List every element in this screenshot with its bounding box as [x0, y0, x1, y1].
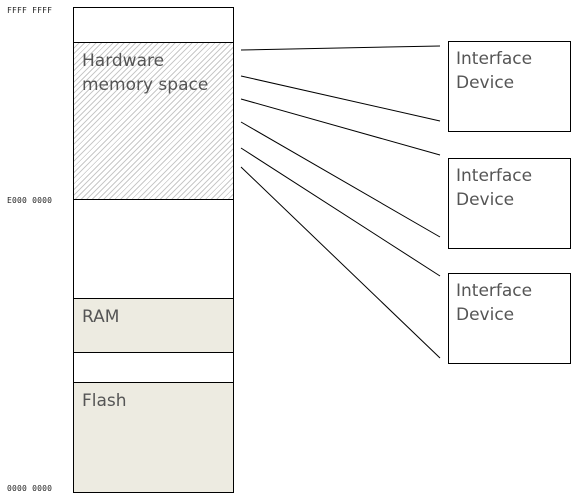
segment-ram: RAM	[73, 298, 234, 353]
address-mid: E000 0000	[7, 196, 53, 205]
connector-line	[240, 121, 441, 238]
segment-unused-upper	[73, 199, 234, 299]
flash-label: Flash	[82, 391, 127, 411]
ram-label: RAM	[82, 307, 120, 327]
connector-line	[240, 147, 441, 277]
hardware-memory-space-label: Hardware memory space	[82, 51, 209, 95]
interface-device-2: Interface Device	[448, 158, 571, 249]
segment-flash: Flash	[73, 382, 234, 493]
connector-line	[240, 45, 441, 51]
interface-device-label: Interface Device	[456, 166, 533, 210]
connector-line	[240, 98, 441, 156]
segment-hardware-memory-space: Hardware memory space	[73, 42, 234, 200]
address-top: FFFF FFFF	[7, 6, 53, 15]
interface-device-label: Interface Device	[456, 281, 533, 325]
segment-top-reserved	[73, 7, 234, 43]
interface-device-1: Interface Device	[448, 41, 571, 132]
connector-line	[240, 166, 441, 359]
interface-device-label: Interface Device	[456, 49, 533, 93]
address-bottom: 0000 0000	[7, 484, 53, 493]
interface-device-3: Interface Device	[448, 273, 571, 364]
connector-line	[240, 75, 441, 122]
